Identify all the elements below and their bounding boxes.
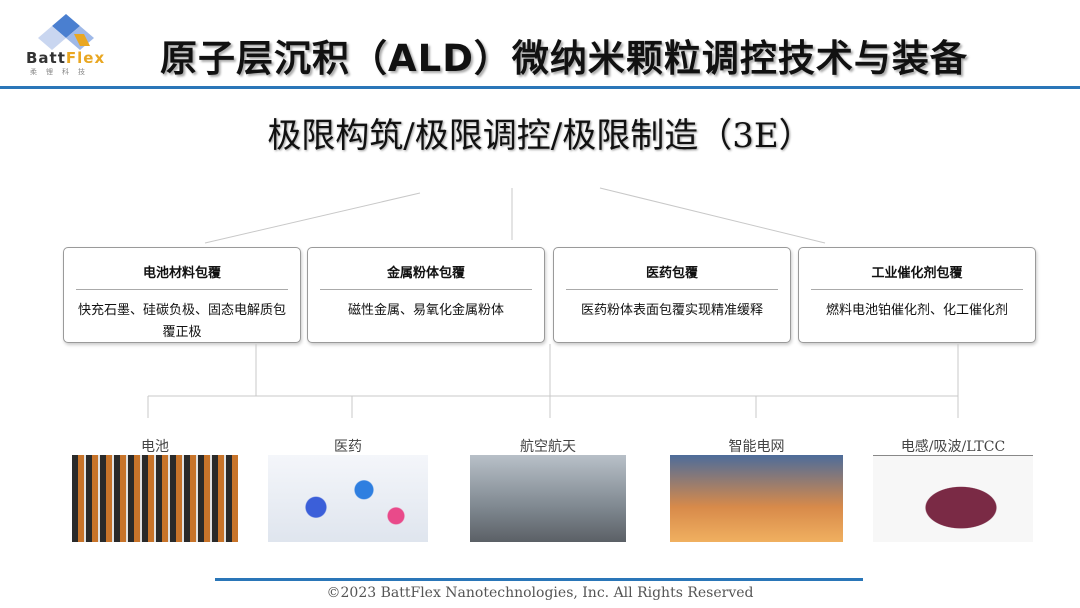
divider bbox=[811, 289, 1023, 290]
app-label-ltcc: 电感/吸波/LTCC bbox=[900, 439, 1006, 455]
footer-divider bbox=[215, 578, 863, 581]
box-pharma: 医药包覆医药粉体表面包覆实现精准缓释 bbox=[553, 247, 791, 343]
box-description: 快充石墨、硅碳负极、固态电解质包覆正极 bbox=[77, 303, 286, 340]
box-description: 磁性金属、易氧化金属粉体 bbox=[347, 303, 504, 318]
app-label-grid: 智能电网 bbox=[728, 439, 785, 455]
page-title: 原子层沉积（ALD）微纳米颗粒调控技术与装备 bbox=[160, 37, 968, 80]
box-heading: 电池材料包覆 bbox=[142, 266, 221, 281]
box-heading: 工业催化剂包覆 bbox=[871, 266, 963, 281]
pills-image bbox=[268, 455, 428, 542]
box-description: 医药粉体表面包覆实现精准缓释 bbox=[580, 303, 763, 318]
brand-part: Flex bbox=[65, 49, 106, 67]
app-label-pharma: 医药 bbox=[334, 439, 362, 455]
brand-name: BattFlex bbox=[26, 49, 105, 67]
divider bbox=[76, 289, 288, 290]
subtitle: 极限构筑/极限调控/极限制造（3E） bbox=[267, 116, 813, 156]
divider bbox=[320, 289, 532, 290]
box-catalyst: 工业催化剂包覆燃料电池铂催化剂、化工催化剂 bbox=[798, 247, 1036, 343]
power-grid-image bbox=[670, 455, 843, 542]
jet-image bbox=[470, 455, 626, 542]
divider bbox=[566, 289, 778, 290]
box-heading: 金属粉体包覆 bbox=[386, 266, 465, 281]
title-divider bbox=[0, 86, 1080, 89]
app-label-battery: 电池 bbox=[141, 439, 169, 455]
app-label-aerospace: 航空航天 bbox=[520, 439, 576, 455]
logo-icon bbox=[38, 14, 94, 50]
box-description: 燃料电池铂催化剂、化工催化剂 bbox=[825, 303, 1008, 318]
box-battery-materials: 电池材料包覆快充石墨、硅碳负极、固态电解质包覆正极 bbox=[63, 247, 301, 343]
brand-subtitle: 柔锂科技 bbox=[30, 68, 94, 76]
brand-part: Batt bbox=[26, 49, 66, 67]
footer-copyright: ©2023 BattFlex Nanotechnologies, Inc. Al… bbox=[326, 585, 754, 601]
box-metal-powder: 金属粉体包覆磁性金属、易氧化金属粉体 bbox=[307, 247, 545, 343]
battery-image bbox=[72, 455, 238, 542]
box-heading: 医药包覆 bbox=[645, 266, 698, 281]
car-ltcc-image bbox=[873, 455, 1033, 542]
